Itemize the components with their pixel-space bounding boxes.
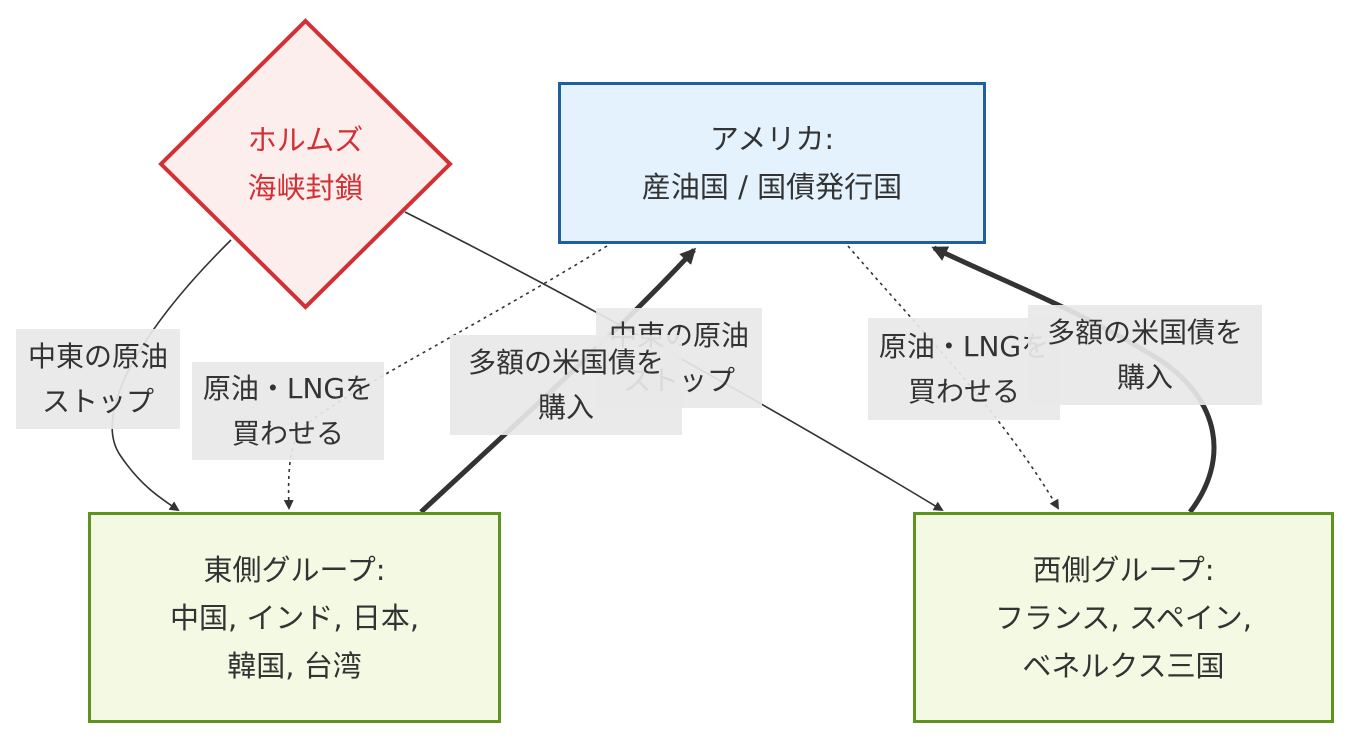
usa-line-2: 産油国 / 国債発行国	[641, 170, 903, 204]
west-line-2: フランス, スペイン,	[994, 600, 1253, 635]
edge-hormuz-to-east	[111, 239, 232, 512]
east-group-node: 東側グループ: 中国, インド, 日本, 韓国, 台湾	[88, 512, 501, 723]
edge-usa-to-west	[847, 245, 1060, 510]
edge-label-usa-to-east: 原油・LNGを 買わせる	[192, 362, 384, 460]
edge-label-line-2: 購入	[537, 391, 594, 424]
hormuz-line-2: 海峡封鎖	[247, 171, 364, 205]
diamond-shape	[158, 18, 453, 310]
hormuz-line-1: ホルムズ	[247, 123, 364, 157]
edge-label-line-1: 中東の原油	[27, 340, 168, 373]
edge-label-line-2: 購入	[1116, 361, 1173, 394]
edge-label-hormuz-to-east: 中東の原油 ストップ	[16, 329, 180, 429]
edge-label-line-1: 多額の米国債を	[1046, 316, 1243, 349]
west-line-1: 西側グループ:	[1032, 552, 1215, 587]
edge-label-east-to-usa: 多額の米国債を 購入	[450, 335, 682, 435]
east-line-2: 中国, インド, 日本,	[169, 600, 420, 635]
usa-line-1: アメリカ:	[709, 122, 835, 156]
edge-label-west-to-usa: 多額の米国債を 購入	[1028, 305, 1262, 405]
edge-label-line-1: 原油・LNGを	[878, 330, 1050, 363]
hormuz-label: ホルムズ 海峡封鎖	[247, 116, 363, 212]
east-line-1: 東側グループ:	[203, 552, 386, 587]
edge-label-line-1: 多額の米国債を	[467, 346, 664, 379]
edge-label-line-2: 買わせる	[907, 375, 1020, 408]
east-line-3: 韓国, 台湾	[227, 648, 362, 683]
edge-label-line-1: 原油・LNGを	[202, 372, 374, 405]
edge-label-line-2: ストップ	[41, 385, 154, 418]
usa-node: アメリカ: 産油国 / 国債発行国	[558, 82, 986, 244]
west-line-3: ベネルクス三国	[1022, 648, 1225, 683]
west-group-node: 西側グループ: フランス, スペイン, ベネルクス三国	[913, 512, 1334, 723]
hormuz-decision-node: ホルムズ 海峡封鎖	[158, 18, 453, 310]
edge-label-line-2: 買わせる	[231, 417, 344, 450]
